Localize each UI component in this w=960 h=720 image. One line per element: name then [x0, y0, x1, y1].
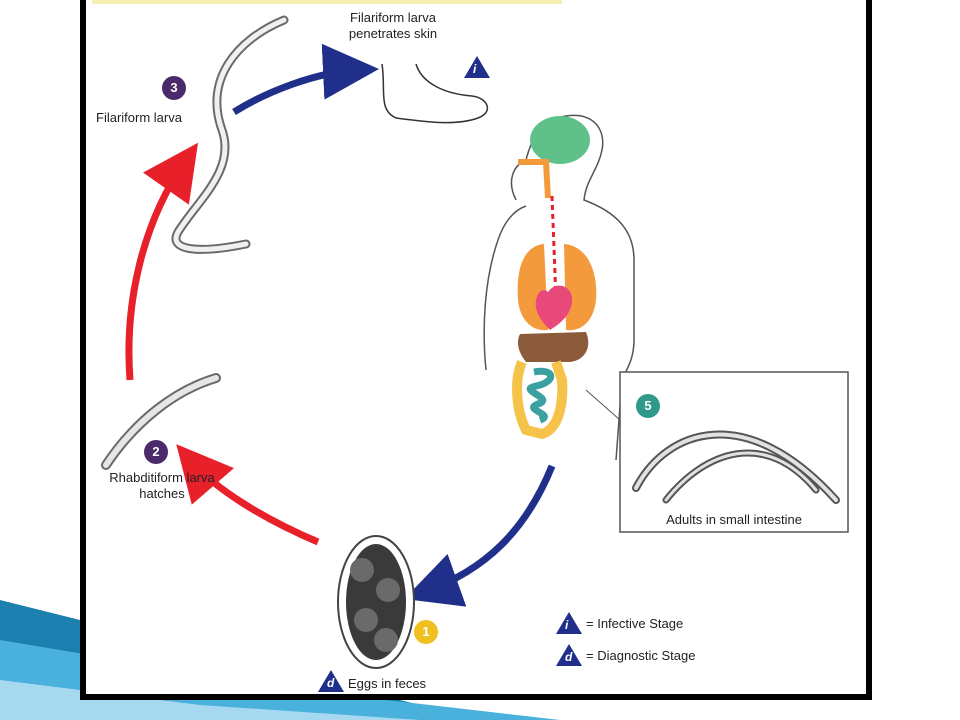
liver-illustration [518, 332, 589, 362]
infective-marker-icon: i [464, 56, 490, 78]
arrow-filariform-to-skin [232, 43, 379, 115]
large-intestine [512, 359, 568, 440]
foot-illustration [381, 63, 489, 124]
stage3-badge: 3 [162, 76, 186, 100]
stage4-label-line2: penetrates skin [348, 26, 438, 41]
life-cycle-diagram: Filariform larva penetrates skin i 3 Fil… [86, 0, 866, 694]
stage5-badge: 5 [636, 394, 660, 418]
legend-infective-icon: i [556, 612, 582, 634]
inset-pointer-line [585, 389, 621, 421]
legend-infective-label: = Infective Stage [586, 616, 684, 631]
legend-diagnostic-icon: d [556, 644, 582, 666]
stage2-badge: 2 [144, 440, 168, 464]
small-intestine [526, 367, 555, 424]
top-strip [92, 0, 562, 4]
trachea-path [550, 195, 558, 301]
slide-wave-light [0, 680, 420, 720]
stage2-label-line2: hatches [139, 486, 185, 501]
brain-illustration [530, 116, 590, 164]
stage1-label: Eggs in feces [348, 676, 427, 691]
stage3-label: Filariform larva [96, 110, 182, 125]
stage2-label-line1: Rhabditiform larva [109, 470, 215, 485]
stage1-badge: 1 [414, 620, 438, 644]
stage2-label: Rhabditiform larva hatches [92, 470, 232, 502]
arrow-rhabditiform-to-filariform [125, 142, 199, 381]
legend-diagnostic-label: = Diagnostic Stage [586, 648, 696, 663]
right-lung [564, 244, 597, 331]
stage4-label: Filariform larva penetrates skin [348, 10, 438, 42]
arrow-adults-to-eggs [404, 464, 556, 607]
stage4-label-line1: Filariform larva [350, 10, 436, 25]
diagram-artwork [92, 0, 849, 669]
heart-illustration [535, 285, 573, 330]
throat-illustration [518, 159, 551, 199]
diagnostic-marker-icon: d [318, 670, 344, 692]
arrow-eggs-to-rhabditiform [176, 444, 320, 546]
stage5-label: Adults in small intestine [666, 512, 802, 527]
